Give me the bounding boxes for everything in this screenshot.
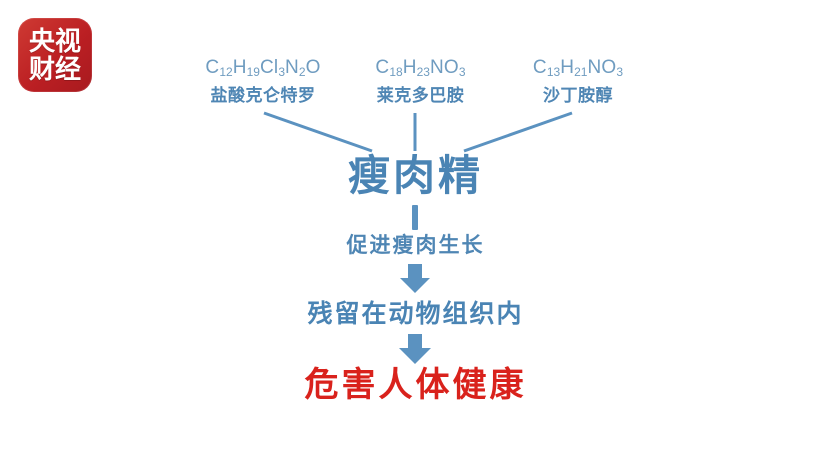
- chemical-formula-2: C18H23NO3: [375, 57, 466, 79]
- line-source-left-to-hub: [263, 111, 373, 153]
- arrow-step2-to-result: [399, 334, 431, 364]
- substance-name-1: 盐酸克仑特罗: [210, 86, 316, 105]
- source-substance-group: C12H19Cl3N2O 盐酸克仑特罗 C18H23NO3 莱克多巴胺 C13H…: [188, 57, 653, 106]
- source-substance-2: C18H23NO3 莱克多巴胺: [346, 57, 496, 106]
- chemical-formula-3: C13H21NO3: [532, 57, 624, 79]
- arrow-step1-to-step2: [400, 264, 430, 293]
- cctv-finance-logo: 央视 财经: [18, 18, 92, 92]
- flow-node-step1: 促进瘦肉生长: [346, 234, 485, 257]
- logo-line-2: 财经: [28, 54, 81, 84]
- line-source-right-to-hub: [463, 111, 573, 153]
- flow-node-step2: 残留在动物组织内: [307, 300, 524, 328]
- flow-node-result: 危害人体健康: [304, 366, 527, 404]
- logo-line-1: 央视: [28, 26, 81, 56]
- flow-node-hub: 瘦肉精: [347, 152, 483, 199]
- substance-name-3: 沙丁胺醇: [543, 86, 613, 105]
- line-hub-to-step1: [412, 205, 418, 230]
- substance-name-2: 莱克多巴胺: [376, 86, 465, 105]
- chemical-formula-1: C12H19Cl3N2O: [205, 57, 321, 79]
- source-substance-3: C13H21NO3 沙丁胺醇: [503, 57, 653, 106]
- source-substance-1: C12H19Cl3N2O 盐酸克仑特罗: [188, 57, 338, 106]
